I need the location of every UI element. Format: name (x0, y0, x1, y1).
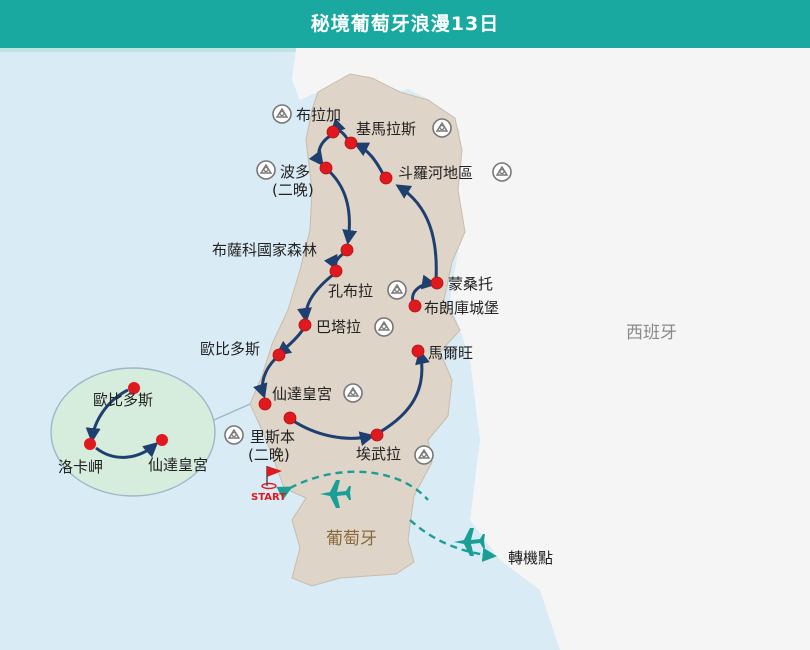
unesco-heritage-icon (224, 425, 244, 445)
inset-route-1 (85, 388, 129, 443)
inset-city-obidos (128, 382, 140, 394)
label-porto: 波多 (280, 163, 310, 181)
city-braga (326, 125, 340, 139)
portugal-land (249, 73, 466, 587)
unesco-heritage-icon (492, 162, 512, 182)
label-spain: 西班牙 (626, 323, 677, 343)
route-evora-marvao (379, 349, 430, 434)
spain-land (300, 48, 810, 650)
label-douro: 斗羅河地區 (398, 164, 473, 182)
route-braga-porto (308, 134, 331, 167)
label-lisbon: 里斯本 (250, 428, 295, 446)
inset-label-roca: 洛卡岬 (58, 458, 103, 476)
inset-city-sintra (156, 434, 168, 446)
label-evora: 埃武拉 (356, 445, 401, 463)
label-guimaraes: 基馬拉斯 (356, 120, 416, 138)
label-porto-nights: (二晚) (272, 181, 314, 199)
route-porto-bucaco (328, 170, 358, 245)
city-monsanto (430, 276, 444, 290)
label-bucaco: 布薩科國家森林 (212, 241, 317, 259)
label-transfer: 轉機點 (508, 549, 553, 567)
inset-label-obidos: 歐比多斯 (93, 391, 153, 409)
inset-route-2 (95, 442, 159, 459)
unesco-heritage-icon (272, 104, 292, 124)
city-obidos (272, 348, 286, 362)
label-batalha: 巴塔拉 (316, 318, 361, 336)
inset-obidos-sintra: 歐比多斯 洛卡岬 仙達皇宮 (50, 367, 216, 497)
label-lisbon-nights: (二晚) (248, 446, 290, 464)
city-porto (319, 161, 333, 175)
route-obidos-sintra (253, 356, 278, 399)
label-monsanto: 蒙桑托 (448, 275, 493, 293)
label-braga: 布拉加 (296, 106, 341, 124)
unesco-heritage-icon (414, 445, 434, 465)
unesco-heritage-icon (374, 317, 394, 337)
start-flag-icon (261, 466, 282, 490)
city-sintra (258, 397, 272, 411)
route-monsanto-douro (395, 184, 438, 281)
city-batalha (298, 318, 312, 332)
route-coimbra-batalha (297, 272, 335, 323)
flight-path (276, 470, 497, 562)
inset-city-roca (84, 438, 96, 450)
inset-label-sintra: 仙達皇宮 (148, 456, 208, 474)
label-obidos: 歐比多斯 (200, 340, 260, 358)
city-bucaco (340, 243, 354, 257)
unesco-heritage-icon (387, 280, 407, 300)
label-marvao: 馬爾旺 (428, 344, 473, 362)
label-portugal: 葡萄牙 (326, 529, 377, 549)
unesco-heritage-icon (256, 160, 276, 180)
unesco-heritage-icon (432, 118, 452, 138)
start-label: START (251, 492, 286, 503)
city-coimbra (329, 264, 343, 278)
unesco-heritage-icon (343, 383, 363, 403)
label-sintra: 仙達皇宮 (272, 385, 332, 403)
label-coimbra: 孔布拉 (328, 282, 373, 300)
flight-line-in (276, 470, 429, 501)
city-evora (370, 428, 384, 442)
city-guimaraes (344, 136, 358, 150)
city-douro (379, 171, 393, 185)
flight-line-out (409, 519, 497, 562)
page-title: 秘境葡萄牙浪漫13日 (310, 13, 500, 35)
city-marvao (411, 344, 425, 358)
label-belmonte: 布朗庫城堡 (424, 299, 499, 317)
route-douro-guimaraes (353, 142, 386, 177)
city-lisbon (283, 411, 297, 425)
route-lisbon-evora (291, 418, 375, 447)
city-belmonte (408, 299, 422, 313)
city-markers (258, 125, 444, 442)
city-labels: 布拉加 基馬拉斯 斗羅河地區 波多 (二晚) 布薩科國家森林 孔布拉 蒙桑托 布… (200, 106, 553, 567)
